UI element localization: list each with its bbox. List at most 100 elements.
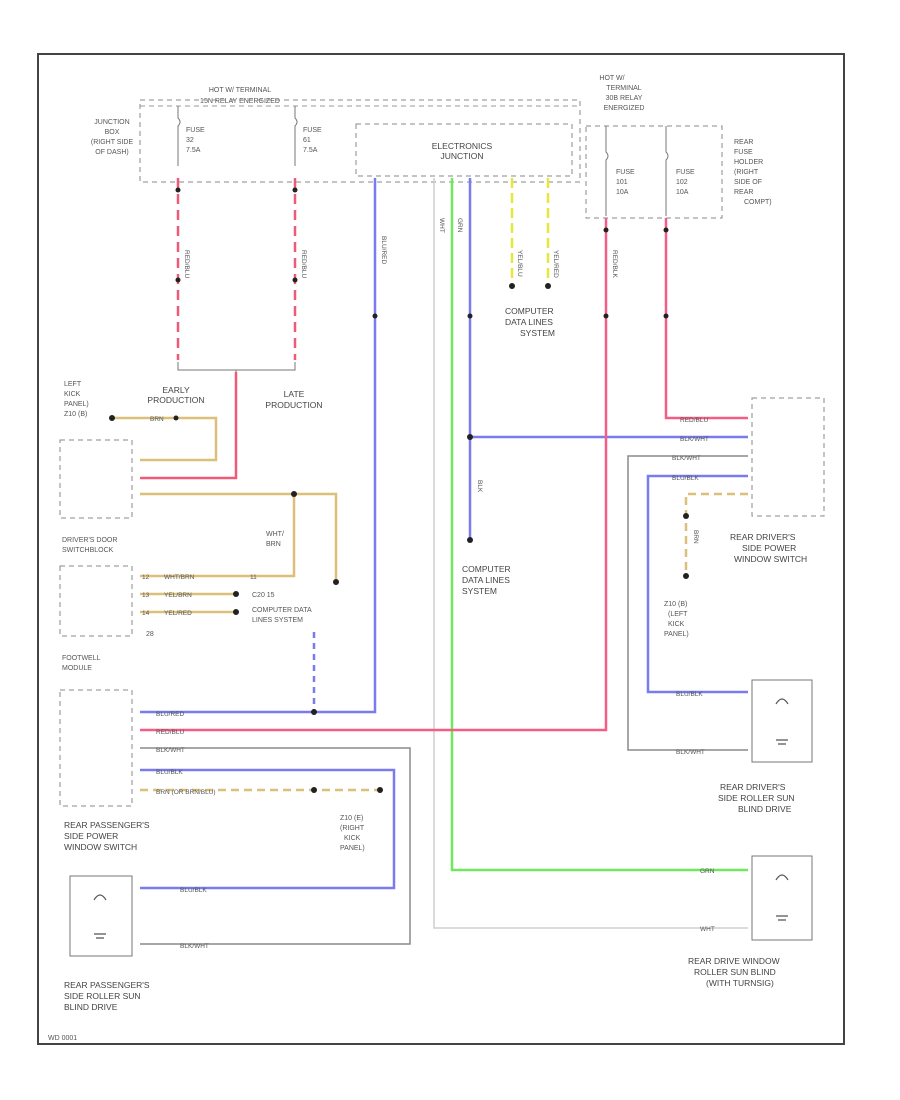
electronics-junction-box [355, 123, 573, 177]
wire-label-blu-blk-lower: BLU/BLK [156, 769, 183, 776]
svg-text:FUSE: FUSE [186, 127, 205, 134]
wire-tan-whtbrn [140, 492, 338, 582]
rear-drivers-switch-box [751, 397, 825, 517]
wire-label-grn: GRN [456, 218, 463, 233]
rear-drivers-roller-label-3: BLIND DRIVE [738, 804, 792, 814]
rear-pass-switch-label-1: REAR PASSENGER'S [64, 820, 150, 830]
svg-text:FUSE: FUSE [303, 127, 322, 134]
z10-left-label-1: Z10 (B) [664, 601, 687, 608]
wire-label-blu-blk-right: BLU/BLK [672, 475, 699, 482]
wire-label-blu-red-lower: BLU/RED [156, 711, 184, 718]
driver-row3-pin: 14 [142, 610, 150, 617]
rear-fuse-holder-label-3: HOLDER [734, 159, 763, 166]
footwell-pin: 28 [146, 631, 154, 638]
footwell-label-2: MODULE [62, 665, 92, 672]
hot-label-front-1: HOT W/ TERMINAL [209, 87, 271, 94]
svg-text:32: 32 [186, 137, 194, 144]
wire-pink-fuse102 [664, 218, 748, 420]
hot-label-rear-1: HOT W/ [599, 75, 624, 82]
left-kick-label-3: PANEL) [64, 401, 89, 408]
z10-right-label-3: KICK [344, 835, 361, 842]
computer-data-center-2: DATA LINES [505, 317, 553, 327]
rear-pass-roller-box [69, 875, 133, 957]
wire-label-brn-early: BRN [150, 416, 164, 423]
diagram-frame [37, 53, 845, 1045]
rear-drivers-switch-label-2: SIDE POWER [742, 543, 796, 553]
rear-window-roller-motor-icon [775, 874, 789, 921]
driver-row3-wire: YEL/RED [164, 610, 192, 617]
wire-label-blu-red: BLU/RED [380, 236, 387, 264]
rear-fuse-holder-label-6: REAR [734, 189, 753, 196]
z10-left-label-4: PANEL) [664, 631, 689, 638]
wire-tan-branch [140, 494, 296, 578]
rear-drivers-roller-label-1: REAR DRIVER'S [720, 782, 786, 792]
wire-label-blk-wht-roller: BLK/WHT [676, 749, 705, 756]
driver-row3-end-1: COMPUTER DATA [252, 607, 312, 614]
hot-label-rear-2: TERMINAL [606, 85, 642, 92]
wire-red-early [140, 372, 238, 480]
wire-label-grn-rear: GRN [700, 868, 715, 875]
wire-label-yel-blu: YEL/BLU [516, 250, 523, 277]
svg-text:102: 102 [676, 179, 688, 186]
rear-window-roller-label-3: (WITH TURNSIG) [706, 978, 774, 988]
drivers-door-label-2: SWITCHBLOCK [62, 547, 114, 554]
driver-row2-wire: YEL/BRN [164, 592, 192, 599]
rear-window-roller-label-2: ROLLER SUN BLIND [694, 967, 776, 977]
hot-label-rear-4: ENERGIZED [604, 105, 645, 112]
wht-brn-branch-2: BRN [266, 541, 281, 548]
svg-text:10A: 10A [676, 189, 689, 196]
wire-tan-rear [684, 492, 748, 576]
hot-label-front-2: 15N RELAY ENERGIZED [200, 98, 280, 105]
computer-data-lower-1: COMPUTER [462, 564, 511, 574]
wire-label-wht-rear: WHT [700, 926, 715, 933]
rear-window-roller-label-1: REAR DRIVE WINDOW [688, 956, 780, 966]
driver-row1-wire: WHT/BRN [164, 574, 195, 581]
splice-dots [109, 187, 689, 793]
wire-green [450, 178, 748, 872]
computer-data-lower-3: SYSTEM [462, 586, 497, 596]
rear-drivers-roller-box [751, 679, 813, 763]
rear-drivers-switch-label-3: WINDOW SWITCH [734, 554, 807, 564]
wire-label-blk-wht-right: BLK/WHT [680, 436, 709, 443]
junction-box-label-2: BOX [105, 129, 120, 136]
footwell-module-lower [59, 565, 133, 637]
production-early-1: EARLY [162, 385, 190, 395]
rear-pass-roller-label-2: SIDE ROLLER SUN [64, 991, 141, 1001]
svg-text:101: 101 [616, 179, 628, 186]
wire-label-blu-blk-roller: BLU/BLK [676, 691, 703, 698]
wht-brn-branch-1: WHT/ [266, 531, 284, 538]
wire-label-brn-or-brn-blu: BRN (OR BRN/BLU) [156, 789, 216, 796]
footer-code: WD 0001 [48, 1035, 77, 1042]
wire-label-red-blk: RED/BLK [611, 250, 618, 278]
rear-drivers-roller-label-2: SIDE ROLLER SUN [718, 793, 795, 803]
footwell-label-1: FOOTWELL [62, 655, 101, 662]
driver-row1-end: 11 [250, 574, 257, 581]
junction-box-outline [139, 99, 581, 183]
wire-gray-rear [627, 455, 748, 751]
wire-pink-fuse101 [140, 218, 608, 732]
rear-pass-roller-label-1: REAR PASSENGER'S [64, 980, 150, 990]
wire-label-red-blu-lower: RED/BLU [156, 729, 184, 736]
wire-tan-early [112, 416, 218, 462]
rear-pass-roller-label-3: BLIND DRIVE [64, 1002, 118, 1012]
wire-label-red-blu-right: RED/BLU [680, 417, 708, 424]
wire-label-blk-wht-right2: BLK/WHT [672, 455, 701, 462]
drivers-door-label-1: DRIVER'S DOOR [62, 537, 117, 544]
computer-data-lower-2: DATA LINES [462, 575, 510, 585]
svg-text:7.5A: 7.5A [303, 147, 318, 154]
svg-text:7.5A: 7.5A [186, 147, 201, 154]
svg-text:FUSE: FUSE [616, 169, 635, 176]
production-early-2: PRODUCTION [147, 395, 204, 405]
svg-text:10A: 10A [616, 189, 629, 196]
fuse-102: FUSE 102 10A [665, 126, 695, 216]
junction-box-label-1: JUNCTION [94, 119, 129, 126]
wire-label-wht: WHT [438, 218, 445, 233]
rear-fuse-holder-outline [585, 125, 723, 219]
driver-row2-end: C20 15 [252, 592, 275, 599]
left-kick-label-2: KICK [64, 391, 81, 398]
rear-pass-roller-motor-icon [93, 894, 107, 939]
z10-right-label-2: (RIGHT [340, 825, 365, 832]
svg-text:61: 61 [303, 137, 311, 144]
rear-pass-switch-label-2: SIDE POWER [64, 831, 118, 841]
junction-box-label-4: OF DASH) [95, 149, 128, 156]
